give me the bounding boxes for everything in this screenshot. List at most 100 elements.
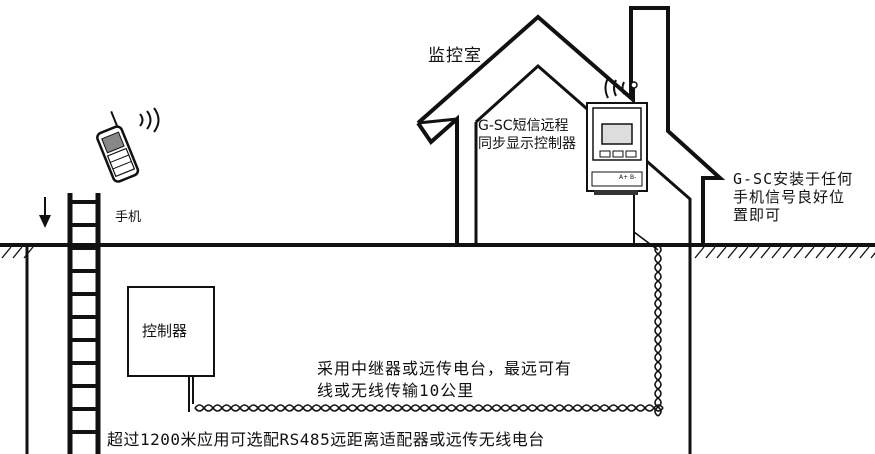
cable-twist [194,407,205,412]
ground-hatch [804,246,815,259]
ground-hatch [870,252,875,259]
cable-twist [654,343,659,354]
twisted-pair-cable [194,231,664,417]
cable-twist [654,406,659,417]
cable-twist [654,361,659,372]
cable-twist [374,407,385,412]
cable-twist [419,407,430,412]
cable-twist [257,404,268,409]
cable-twist [657,352,662,363]
cable-twist [356,404,367,409]
cable-twist [284,407,295,412]
cable-twist [657,253,662,264]
cable-twist [626,407,637,412]
long-distance-note: 超过1200米应用可选配RS485远距离适配器或远传无线电台 [107,430,545,449]
cable-twist [446,404,457,409]
cable-twist [473,404,484,409]
cable-twist [212,407,223,412]
cable-twist [657,316,662,327]
cable-twist [284,404,295,409]
cable-twist [654,253,659,264]
install-note-line2: 手机信号良好位 [733,188,846,206]
cable-twist [392,407,403,412]
cable-twist [203,407,214,412]
cable-twist [329,404,340,409]
cable-twist [657,334,662,345]
cable-twist [491,404,502,409]
cable-twist [654,325,659,336]
cable-twist [590,404,601,409]
cable-twist [482,404,493,409]
ground-hatch [782,246,793,259]
cable-twist [347,407,358,412]
ground-hatch [12,246,23,259]
cable-twist [293,407,304,412]
gsc-controller-device [586,81,648,245]
controller-box [127,286,215,412]
ground-hatch [738,246,749,259]
cable-twist [527,407,538,412]
ground-hatch [1,246,12,259]
cable-twist [491,407,502,412]
cable-twist [239,404,250,409]
cable-twist [563,407,574,412]
cable-twist [657,262,662,273]
cable-twist [437,407,448,412]
cable-twist [626,404,637,409]
cable-twist [657,397,662,408]
cable-twist [654,316,659,327]
cable-twist [635,407,646,412]
cable-twist [657,325,662,336]
cable-twist [302,407,313,412]
cable-twist [608,407,619,412]
cable-twist [338,404,349,409]
cable-twist [654,298,659,309]
cable-twist [617,407,628,412]
cable-twist [654,397,659,408]
cable-twist [383,407,394,412]
cable-twist [527,404,538,409]
cable-twist [657,298,662,309]
cable-twist [644,404,655,409]
cable-twist [654,379,659,390]
ground-hatch [848,246,859,259]
cable-twist [657,280,662,291]
cable-twist [563,404,574,409]
cable-twist [464,404,475,409]
cable-twist [464,407,475,412]
cable-twist [374,404,385,409]
cable-twist [657,361,662,372]
cable-twist [221,407,232,412]
cable-twist [401,404,412,409]
cable-twist [653,404,664,409]
cable-twist [266,404,277,409]
cable-twist [473,407,484,412]
cable-twist [657,406,662,417]
cable-twist [635,404,646,409]
cable-twist [320,407,331,412]
underground-pit [25,245,692,454]
cable-twist [545,404,556,409]
ground-hatch [760,246,771,259]
cable-twist [365,407,376,412]
cable-twist [518,407,529,412]
cable-twist [654,271,659,282]
cable-twist [401,407,412,412]
install-note-line1: G-SC安装于任何 [733,170,854,188]
cable-twist [248,407,259,412]
ground [0,243,875,259]
cable-twist [654,280,659,291]
cable-twist [554,404,565,409]
ground-hatch [705,246,716,259]
cable-twist [437,404,448,409]
cable-twist [654,289,659,300]
cable-twist [654,334,659,345]
cable-twist [500,407,511,412]
phone-label: 手机 [115,210,142,225]
cable-twist [657,370,662,381]
cable-twist [329,407,340,412]
cable-twist [221,404,232,409]
ground-hatch [793,246,804,259]
cable-twist [302,404,313,409]
